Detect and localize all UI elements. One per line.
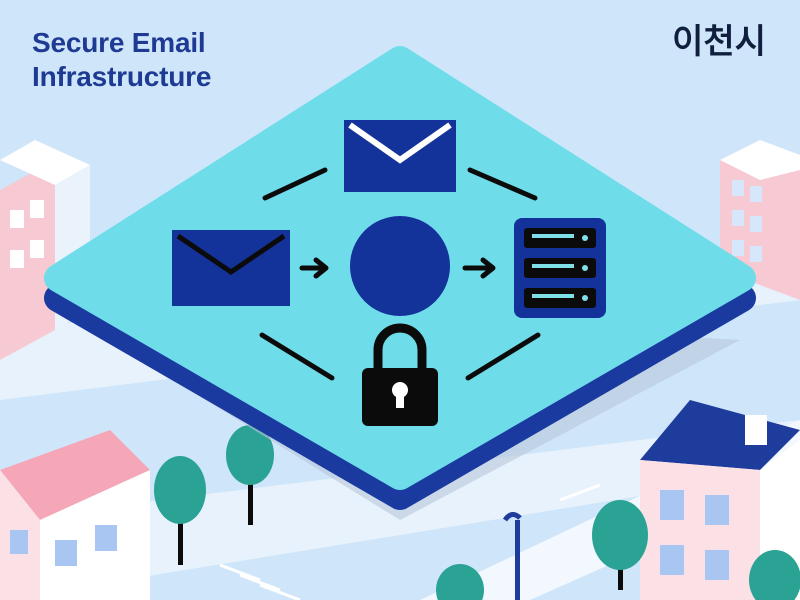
server-icon — [514, 218, 606, 318]
circle-node-icon — [350, 216, 450, 316]
arrow-right-icon — [299, 257, 329, 279]
house-bottom-right — [640, 400, 800, 600]
title-line-1: Secure Email — [32, 27, 206, 58]
connector-lines — [259, 167, 541, 381]
house-bottom-left — [0, 430, 150, 600]
street-lamp — [502, 512, 522, 600]
city-label: 이천시 — [672, 22, 766, 62]
title-line-2: Infrastructure — [32, 61, 212, 92]
arrow-right-icon — [462, 257, 496, 279]
envelope-icon — [344, 120, 456, 192]
trees — [154, 425, 800, 600]
building-right — [720, 140, 800, 300]
page-title: Secure Email Infrastructure — [32, 26, 211, 94]
envelope-icon — [172, 230, 290, 306]
padlock-icon — [362, 323, 438, 426]
